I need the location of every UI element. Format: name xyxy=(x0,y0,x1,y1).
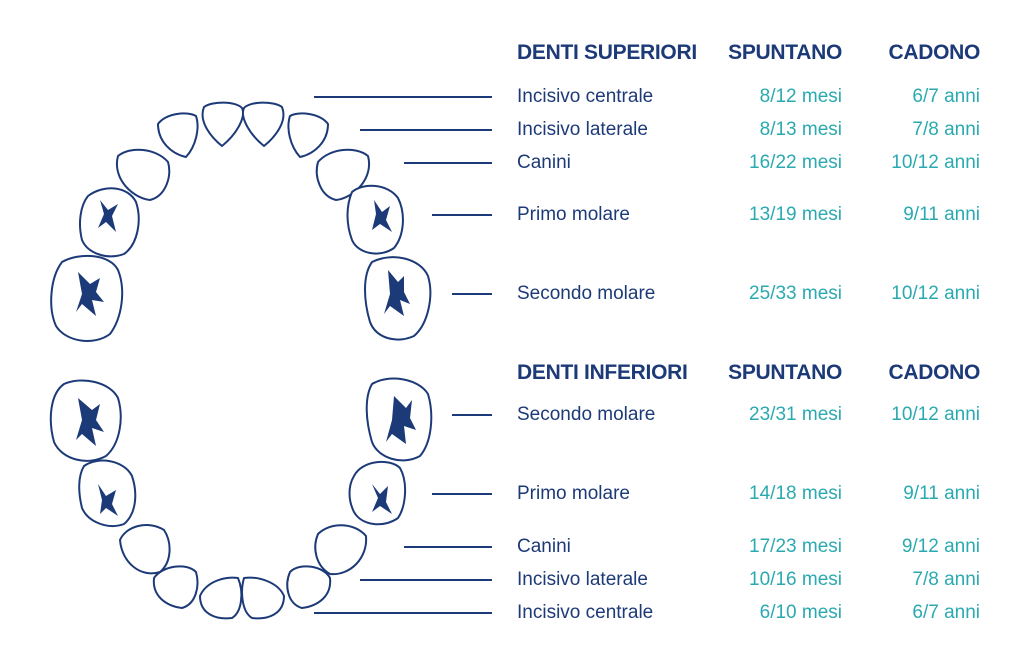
leader-line xyxy=(360,129,492,131)
shed-age: 9/12 anni xyxy=(901,536,980,557)
leader-line xyxy=(452,293,492,295)
leader-line xyxy=(452,414,492,416)
erupt-age: 14/18 mesi xyxy=(749,483,842,504)
upper-central-incisor-left xyxy=(201,101,244,147)
lower-canine-right xyxy=(314,524,368,576)
upper-second-molar-left-fissure xyxy=(76,272,104,316)
shed-age: 10/12 anni xyxy=(891,152,980,173)
upper-row-canine: Canini 16/22 mesi 10/12 anni xyxy=(0,150,1024,176)
shed-age: 10/12 anni xyxy=(891,404,980,425)
upper-canine-left xyxy=(115,148,171,201)
upper-row-lateral-incisor: Incisivo laterale 8/13 mesi 7/8 anni xyxy=(0,117,1024,143)
erupt-age: 23/31 mesi xyxy=(749,404,842,425)
lower-first-molar-left xyxy=(78,459,137,527)
erupt-age: 8/12 mesi xyxy=(759,86,842,107)
shed-age: 6/7 anni xyxy=(912,86,980,107)
leader-line xyxy=(360,579,492,581)
tooth-name: Incisivo laterale xyxy=(517,119,648,140)
tooth-name: Canini xyxy=(517,536,571,557)
lower-first-molar-left-fissure xyxy=(98,484,118,516)
shed-age: 7/8 anni xyxy=(912,569,980,590)
lower-central-incisor-left xyxy=(199,576,243,620)
erupt-age: 25/33 mesi xyxy=(749,283,842,304)
shed-age: 9/11 anni xyxy=(903,204,980,225)
erupt-age: 17/23 mesi xyxy=(749,536,842,557)
erupt-age: 16/22 mesi xyxy=(749,152,842,173)
upper-second-molar-right-fissure xyxy=(384,270,410,316)
shed-age: 10/12 anni xyxy=(891,283,980,304)
lower-lateral-incisor-left xyxy=(152,565,199,609)
tooth-name: Incisivo centrale xyxy=(517,602,654,623)
lower-central-incisor-right xyxy=(241,576,285,620)
upper-header-erupt: SPUNTANO xyxy=(728,41,842,64)
upper-header-title: DENTI SUPERIORI xyxy=(517,41,697,64)
upper-row-second-molar: Secondo molare 25/33 mesi 10/12 anni xyxy=(0,281,1024,307)
lower-molar-fissures xyxy=(76,396,416,516)
lower-row-central-incisor: Incisivo centrale 6/10 mesi 6/7 anni xyxy=(0,600,1024,626)
tooth-name: Secondo molare xyxy=(517,404,656,425)
lower-header-title: DENTI INFERIORI xyxy=(517,361,688,384)
leader-line xyxy=(314,612,492,614)
upper-central-incisor-right xyxy=(242,101,285,147)
tooth-name: Incisivo centrale xyxy=(517,86,654,107)
upper-header: DENTI SUPERIORI SPUNTANO CADONO xyxy=(0,38,1024,68)
lower-row-canine: Canini 17/23 mesi 9/12 anni xyxy=(0,534,1024,560)
shed-age: 9/11 anni xyxy=(903,483,980,504)
upper-arch xyxy=(50,101,432,342)
tooth-name: Canini xyxy=(517,152,571,173)
upper-first-molar-right-fissure xyxy=(372,200,392,232)
shed-age: 6/7 anni xyxy=(912,602,980,623)
upper-lateral-incisor-left xyxy=(157,112,199,158)
lower-row-lateral-incisor: Incisivo laterale 10/16 mesi 7/8 anni xyxy=(0,567,1024,593)
lower-second-molar-left-fissure xyxy=(76,398,104,446)
lower-first-molar-right-fissure xyxy=(372,484,392,514)
lower-header-erupt: SPUNTANO xyxy=(728,361,842,384)
upper-header-shed: CADONO xyxy=(888,41,980,64)
leader-line xyxy=(432,214,492,216)
lower-row-second-molar: Secondo molare 23/31 mesi 10/12 anni xyxy=(0,402,1024,428)
leader-line xyxy=(404,546,492,548)
upper-lateral-incisor-right xyxy=(287,112,329,158)
upper-canine-right xyxy=(315,148,371,201)
upper-first-molar-left-fissure xyxy=(98,200,118,232)
upper-molar-fissures xyxy=(76,200,410,316)
lower-canine-left xyxy=(119,524,171,575)
lower-header-shed: CADONO xyxy=(888,361,980,384)
tooth-name: Incisivo laterale xyxy=(517,569,648,590)
shed-age: 7/8 anni xyxy=(912,119,980,140)
tooth-name: Primo molare xyxy=(517,204,630,225)
leader-line xyxy=(432,493,492,495)
leader-line xyxy=(404,162,492,164)
upper-row-central-incisor: Incisivo centrale 8/12 mesi 6/7 anni xyxy=(0,84,1024,110)
upper-row-first-molar: Primo molare 13/19 mesi 9/11 anni xyxy=(0,202,1024,228)
erupt-age: 8/13 mesi xyxy=(759,119,842,140)
lower-header: DENTI INFERIORI SPUNTANO CADONO xyxy=(0,358,1024,388)
lower-row-first-molar: Primo molare 14/18 mesi 9/11 anni xyxy=(0,481,1024,507)
leader-line xyxy=(314,96,492,98)
lower-second-molar-right-fissure xyxy=(386,396,416,444)
erupt-age: 6/10 mesi xyxy=(759,602,842,623)
erupt-age: 13/19 mesi xyxy=(749,204,842,225)
tooth-name: Primo molare xyxy=(517,483,630,504)
tooth-name: Secondo molare xyxy=(517,283,656,304)
lower-lateral-incisor-right xyxy=(286,565,332,609)
erupt-age: 10/16 mesi xyxy=(749,569,842,590)
